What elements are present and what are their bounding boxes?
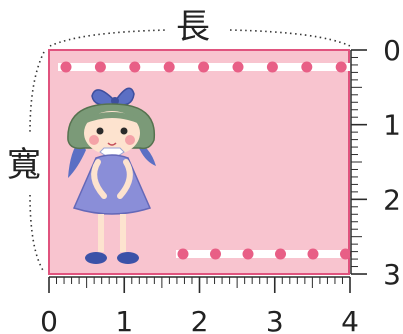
right-eye	[120, 127, 128, 135]
left-leg	[98, 214, 104, 252]
bottom-dot	[210, 248, 221, 260]
vertical-tick-label: 0	[383, 34, 401, 67]
top-dot	[60, 61, 72, 73]
right-cheek	[125, 135, 135, 145]
horizontal-tick-label: 4	[341, 305, 359, 334]
left-cheek	[89, 135, 99, 145]
bottom-dot	[275, 248, 286, 260]
face	[84, 111, 140, 155]
left-shoe	[85, 252, 107, 264]
bottom-dot-row	[177, 248, 351, 260]
bottom-dot	[242, 248, 254, 260]
top-dot	[301, 61, 313, 73]
vertical-ruler: 0 1 2 3	[350, 34, 401, 291]
bottom-dot	[340, 248, 351, 260]
top-dot	[129, 61, 141, 73]
mouth	[107, 142, 117, 146]
top-dot	[163, 61, 175, 73]
left-arm	[91, 159, 107, 199]
vertical-tick-label: 1	[383, 109, 401, 142]
right-leg	[120, 214, 126, 252]
width-arc-top	[29, 51, 45, 133]
right-shoe	[117, 252, 139, 264]
horizontal-tick-label: 0	[40, 305, 58, 334]
top-dot-row	[60, 61, 347, 73]
horizontal-tick-label: 3	[266, 305, 284, 334]
bottom-stripe	[176, 250, 348, 258]
length-arc-right	[229, 29, 351, 47]
bottom-dot	[177, 248, 189, 260]
width-label: 寬	[7, 145, 41, 185]
ribbon-tail-left	[68, 140, 86, 178]
girl-illustration	[67, 87, 156, 264]
bangs	[84, 112, 140, 124]
horizontal-tick-label: 2	[191, 305, 209, 334]
bow-knot	[111, 97, 119, 105]
horizontal-tick-label: 1	[115, 305, 133, 334]
vertical-tick-label: 3	[383, 258, 401, 291]
width-arc-bottom	[29, 194, 45, 273]
bottom-dot	[307, 248, 319, 260]
top-dot	[266, 61, 278, 73]
length-label: 長	[176, 7, 210, 47]
top-dot	[335, 61, 347, 73]
horizontal-ruler: 0 1 2 3 4	[40, 276, 359, 334]
top-dot	[232, 61, 244, 73]
top-dot	[198, 61, 210, 73]
top-dot	[94, 61, 106, 73]
right-arm	[117, 159, 133, 199]
left-eye	[96, 127, 104, 135]
length-arc-left	[49, 29, 169, 47]
vertical-tick-label: 2	[383, 183, 401, 216]
